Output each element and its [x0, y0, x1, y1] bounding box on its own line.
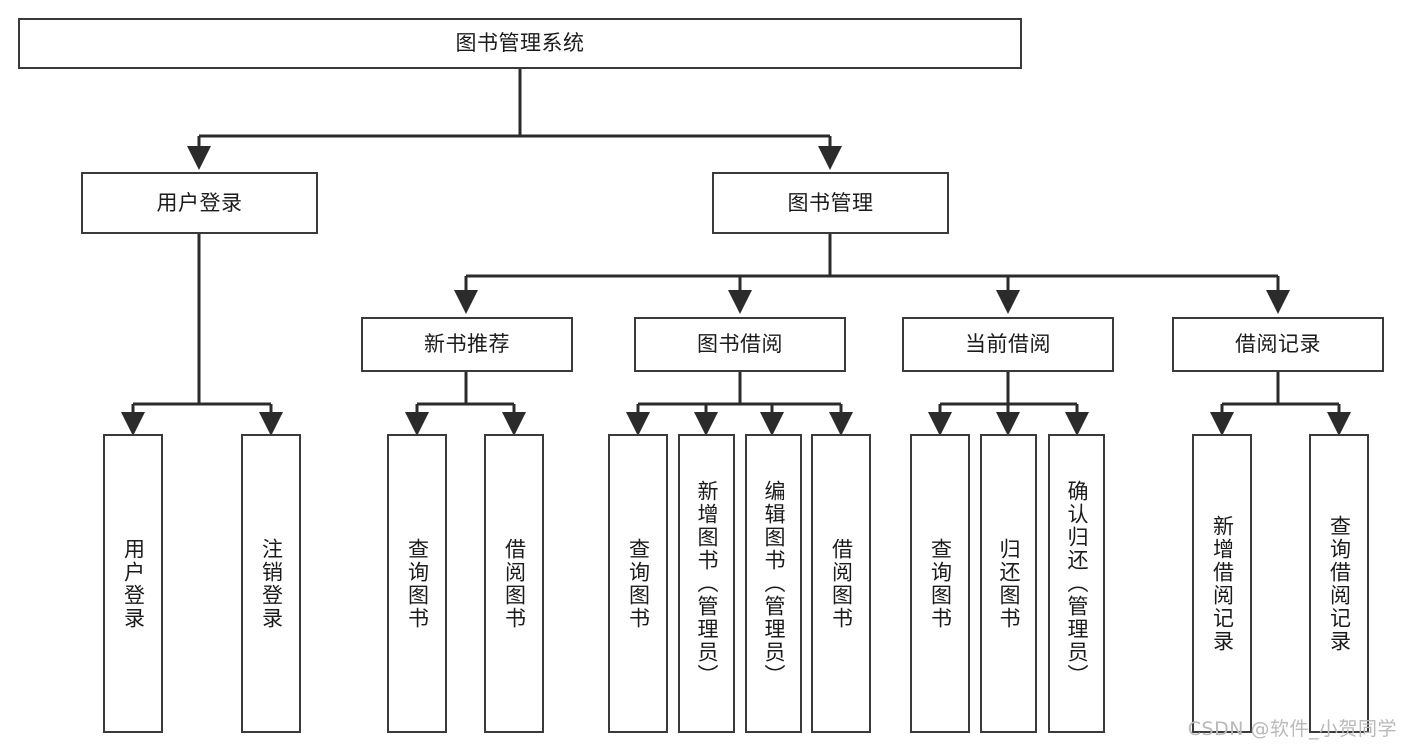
node-leaf-return-book[interactable]: 归还图书: [980, 434, 1037, 733]
node-leaf-confirm-return[interactable]: 确认归还（管理员）: [1048, 434, 1105, 733]
node-leaf-borrow-book-1[interactable]: 借阅图书: [484, 434, 544, 733]
node-leaf-logout-login[interactable]: 注销登录: [241, 434, 301, 733]
node-book-borrow-label: 图书借阅: [697, 332, 783, 357]
node-leaf-add-record-label: 新增借阅记录: [1210, 514, 1235, 653]
node-leaf-query-book-3-label: 查询图书: [928, 537, 953, 630]
node-leaf-query-book-3[interactable]: 查询图书: [910, 434, 970, 733]
node-leaf-user-login-label: 用户登录: [121, 537, 146, 630]
node-root-label: 图书管理系统: [455, 31, 585, 56]
node-leaf-query-book-2[interactable]: 查询图书: [608, 434, 668, 733]
node-book-manage[interactable]: 图书管理: [712, 172, 949, 234]
node-user-login-label: 用户登录: [156, 190, 243, 215]
node-leaf-logout-login-label: 注销登录: [259, 537, 284, 630]
node-leaf-query-book-1-label: 查询图书: [405, 537, 430, 630]
node-user-login[interactable]: 用户登录: [81, 172, 318, 234]
node-borrow-record[interactable]: 借阅记录: [1172, 317, 1384, 372]
node-leaf-borrow-book-2-label: 借阅图书: [829, 537, 854, 630]
node-leaf-edit-book[interactable]: 编辑图书（管理员）: [745, 434, 802, 733]
node-borrow-record-label: 借阅记录: [1235, 332, 1321, 357]
csdn-watermark: CSDN @软件_小贺同学: [1187, 718, 1397, 740]
node-leaf-return-book-label: 归还图书: [997, 537, 1021, 630]
node-leaf-query-book-1[interactable]: 查询图书: [387, 434, 447, 733]
node-leaf-user-login[interactable]: 用户登录: [103, 434, 163, 733]
node-leaf-edit-book-label: 编辑图书（管理员）: [762, 480, 786, 687]
node-leaf-query-book-2-label: 查询图书: [626, 537, 651, 630]
node-root[interactable]: 图书管理系统: [18, 18, 1022, 69]
node-leaf-borrow-book-1-label: 借阅图书: [502, 537, 527, 630]
node-book-borrow[interactable]: 图书借阅: [634, 317, 846, 372]
node-new-book-recommend[interactable]: 新书推荐: [361, 317, 573, 372]
node-new-book-recommend-label: 新书推荐: [424, 332, 510, 357]
node-leaf-borrow-book-2[interactable]: 借阅图书: [811, 434, 871, 733]
node-leaf-confirm-return-label: 确认归还（管理员）: [1065, 480, 1089, 687]
node-leaf-query-record-label: 查询借阅记录: [1327, 514, 1352, 653]
node-leaf-query-record[interactable]: 查询借阅记录: [1309, 434, 1369, 733]
node-leaf-add-book[interactable]: 新增图书（管理员）: [678, 434, 735, 733]
node-current-borrow[interactable]: 当前借阅: [902, 317, 1114, 372]
node-book-manage-label: 图书管理: [787, 190, 874, 215]
node-leaf-add-book-label: 新增图书（管理员）: [695, 480, 719, 687]
node-current-borrow-label: 当前借阅: [965, 332, 1051, 357]
node-leaf-add-record[interactable]: 新增借阅记录: [1192, 434, 1252, 733]
